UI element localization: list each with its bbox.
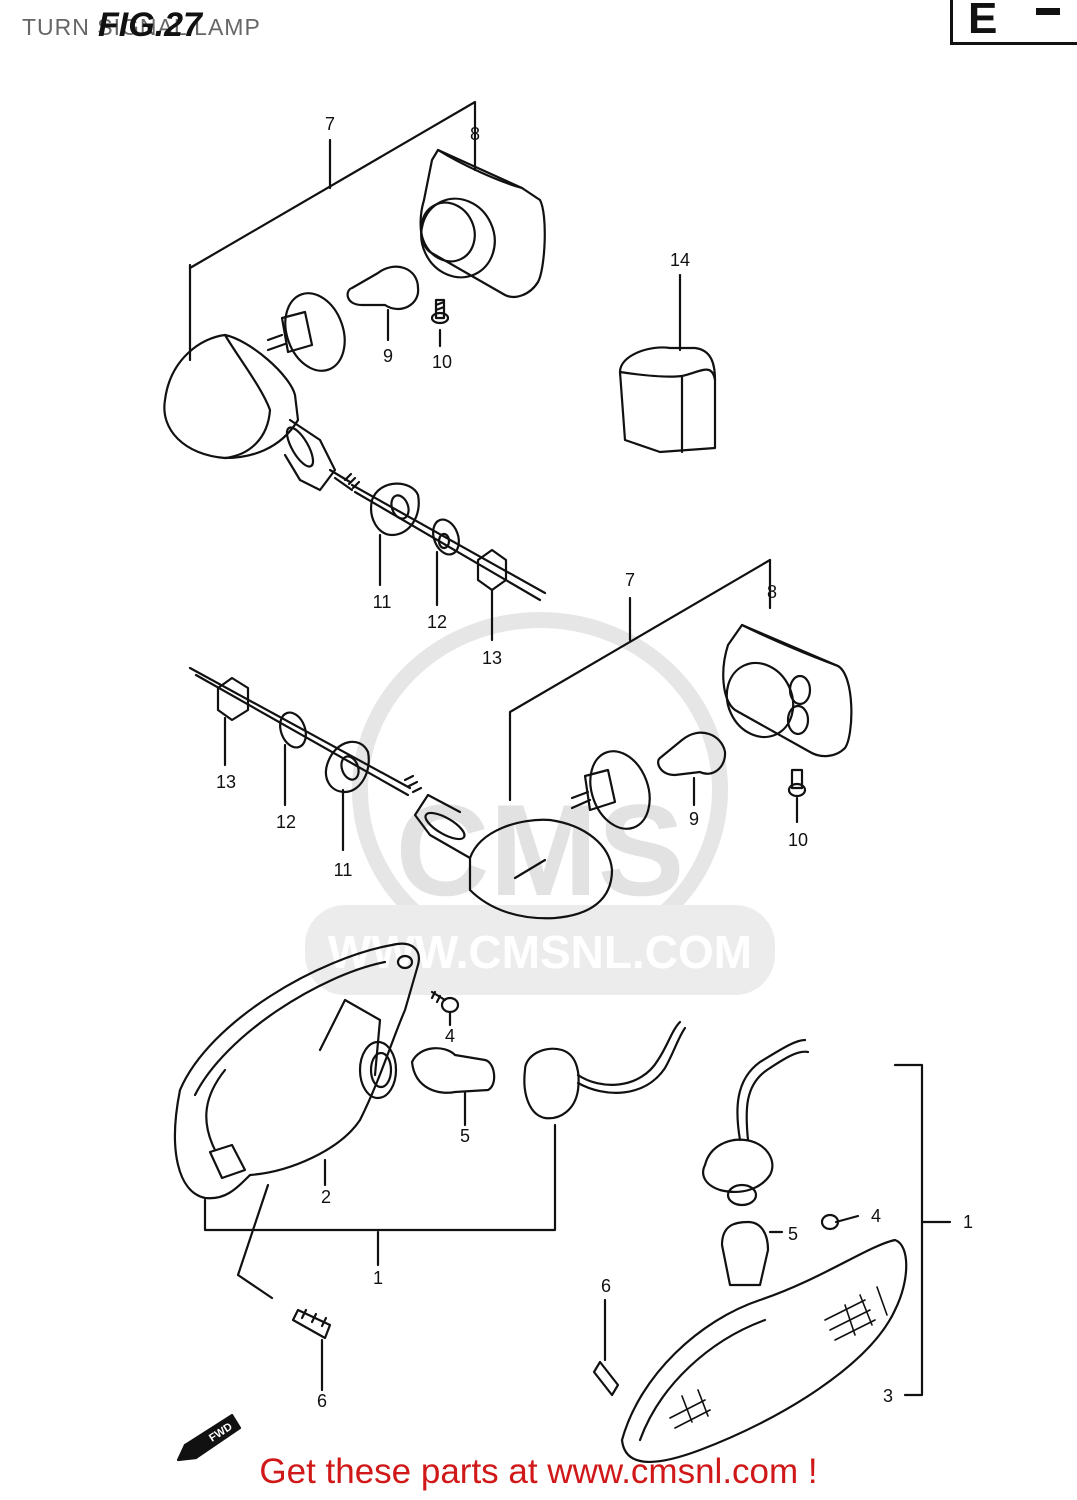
callout-1-left: 1 [373,1268,383,1288]
page-tag-dash [1036,8,1060,15]
callout-12-upper: 12 [427,612,447,632]
callout-9-upper: 9 [383,346,393,366]
lower-left-turn-signal: FWD [173,942,687,1462]
callout-10-upper: 10 [432,352,452,372]
watermark-url: WWW.CMSNL.COM [328,926,752,978]
upper-turn-signal-assembly [163,100,547,642]
footer-cta-link[interactable]: Get these parts at www.cmsnl.com ! [259,1452,818,1491]
callout-1-right: 1 [963,1212,973,1232]
page-title: TURN SIGNAL LAMP [22,14,261,40]
callout-5-left: 5 [460,1126,470,1146]
figure-label: FIG.27 [98,6,202,44]
callout-8-middle: 8 [767,582,777,602]
callout-9-middle: 9 [689,809,699,829]
callout-10-middle: 10 [788,830,808,850]
watermark: CMS WWW.CMSNL.COM [305,612,775,995]
callout-2: 2 [321,1187,331,1207]
callout-labels: 7 8 14 9 10 11 12 13 7 8 13 12 11 9 10 4… [216,114,973,1411]
page-tag-frame [950,0,1077,45]
callout-11-upper: 11 [373,592,392,612]
callout-13-upper: 13 [482,648,502,668]
callout-3: 3 [883,1386,893,1406]
callout-14: 14 [670,250,690,270]
callout-11-middle: 11 [334,860,353,880]
callout-6-left: 6 [317,1391,327,1411]
callout-12-middle: 12 [276,812,296,832]
page-tag-letter: E [968,0,998,43]
callout-5-right: 5 [788,1224,798,1244]
lower-right-turn-signal [592,1038,952,1464]
part-14-module [618,273,717,454]
callout-8-upper: 8 [470,124,480,144]
watermark-logo: CMS [396,777,685,923]
callout-4-right: 4 [871,1206,881,1226]
callout-13-middle: 13 [216,772,236,792]
middle-turn-signal-assembly [188,558,853,920]
callout-7-middle: 7 [625,570,635,590]
callout-7-upper: 7 [325,114,335,134]
callout-6-right: 6 [601,1276,611,1296]
callout-4-left: 4 [445,1026,455,1046]
